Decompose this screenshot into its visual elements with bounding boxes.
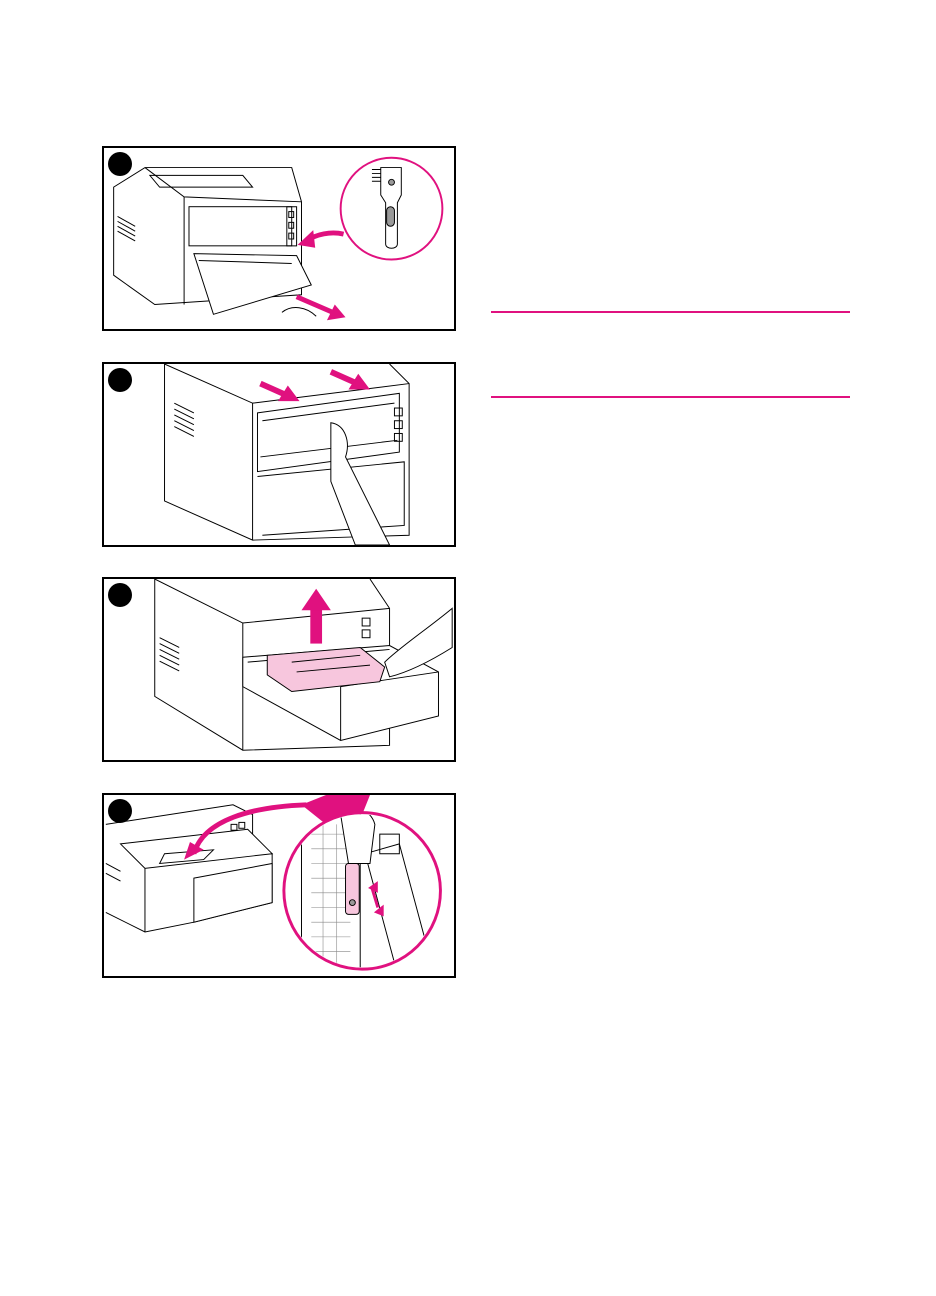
note-top-rule: [491, 311, 850, 313]
step-3-panel: [102, 577, 456, 762]
step-number-badge: [108, 152, 132, 176]
printer-clean-transfer-icon: [104, 795, 454, 976]
note-bottom-rule: [491, 396, 850, 398]
step-2-panel: [102, 362, 456, 547]
step-1-panel: [102, 146, 456, 331]
step-4-panel: [102, 793, 456, 978]
step-number-badge: [108, 583, 132, 607]
step-number-badge: [108, 368, 132, 392]
printer-cleaning-tool-icon: [104, 148, 454, 329]
printer-close-cover-icon: [104, 364, 454, 545]
printer-remove-drum-icon: [104, 579, 454, 760]
step-number-badge: [108, 799, 132, 823]
